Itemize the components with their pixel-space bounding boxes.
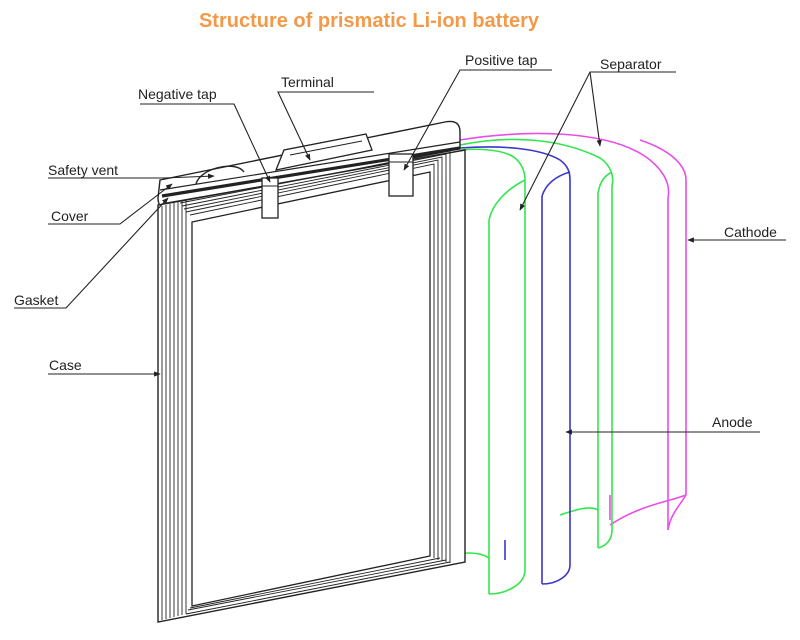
anode-sheet	[459, 146, 571, 585]
label-gasket: Gasket	[14, 292, 59, 308]
label-terminal: Terminal	[281, 74, 334, 90]
separator-sheet-inner	[439, 148, 526, 595]
label-case: Case	[49, 357, 82, 373]
label-cathode: Cathode	[724, 224, 777, 240]
diagram-title: Structure of prismatic Li-ion battery	[198, 10, 540, 32]
label-positive-tap: Positive tap	[465, 52, 538, 68]
leader-negative-tap	[140, 103, 271, 183]
negative-tap	[261, 177, 279, 219]
leader-gasket	[14, 197, 169, 309]
leader-separator-2	[589, 71, 602, 147]
leader-terminal	[277, 91, 374, 161]
cathode-sheet	[459, 132, 687, 531]
label-safety-vent: Safety vent	[48, 162, 119, 178]
label-separator: Separator	[600, 56, 662, 72]
battery-case	[157, 120, 466, 623]
leader-cover	[48, 183, 173, 225]
leader-positive-tap	[403, 69, 552, 171]
label-cover: Cover	[51, 208, 89, 224]
leader-safety-vent	[48, 173, 215, 179]
label-negative-tap: Negative tap	[138, 86, 217, 102]
label-anode: Anode	[712, 414, 753, 430]
separator-sheet-outer	[459, 138, 614, 549]
